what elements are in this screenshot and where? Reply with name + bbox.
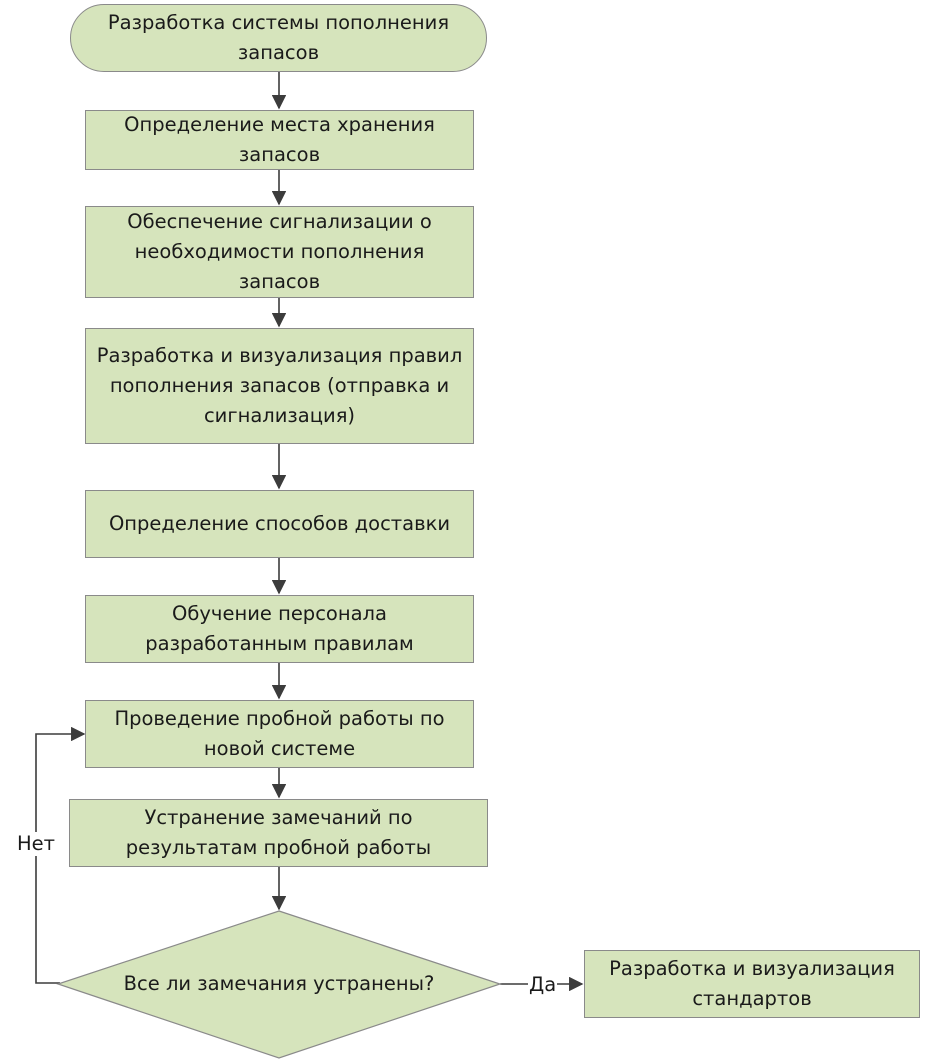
step-delivery-methods: Определение способов доставки bbox=[85, 490, 474, 558]
decision-diamond bbox=[56, 910, 502, 1059]
label-yes: Да bbox=[528, 973, 558, 997]
step-fix-remarks: Устранение замечаний по результатам проб… bbox=[69, 799, 488, 867]
step-replenishment-rules: Разработка и визуализация правил пополне… bbox=[85, 328, 474, 444]
start-terminal: Разработка системы пополнения запасов bbox=[70, 4, 487, 72]
step-storage-location: Определение места хранения запасов bbox=[85, 110, 474, 170]
arrow-no-loop bbox=[35, 726, 86, 984]
decision-label: Все ли замечания устранены? bbox=[123, 972, 435, 995]
end-standards: Разработка и визуализация стандартов bbox=[584, 950, 920, 1018]
label-no: Нет bbox=[16, 832, 57, 856]
step-trial-run: Проведение пробной работы по новой систе… bbox=[85, 700, 474, 768]
step-replenishment-signal: Обеспечение сигнализации о необходимости… bbox=[85, 206, 474, 298]
step-staff-training: Обучение персонала разработанным правила… bbox=[85, 595, 474, 663]
